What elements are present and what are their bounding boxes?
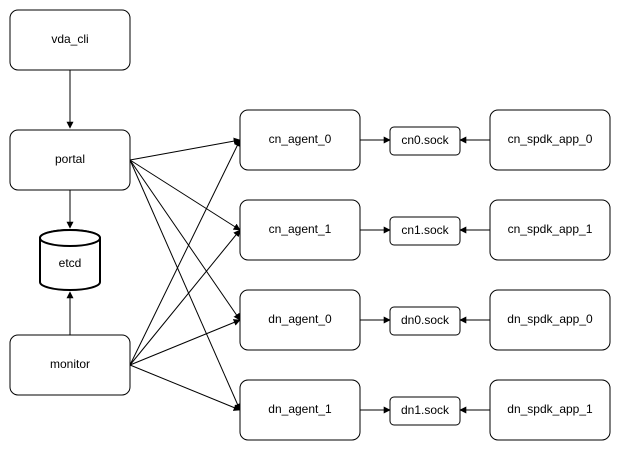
- node-box: [389, 306, 461, 336]
- node-dn-spdk-app-0: dn_spdk_app_0: [489, 289, 611, 351]
- node-box: [489, 199, 611, 261]
- node-monitor: monitor: [9, 334, 131, 396]
- node-label: cn_spdk_app_1: [508, 222, 593, 236]
- edge-monitor-to-cn-agent-0: [129, 139, 241, 366]
- node-cn-spdk-app-0: cn_spdk_app_0: [489, 109, 611, 171]
- node-label: dn_agent_0: [268, 312, 332, 326]
- node-cn0-sock: cn0.sock: [389, 126, 461, 156]
- node-dn-agent-0: dn_agent_0: [239, 289, 361, 351]
- node-label: etcd: [59, 256, 82, 270]
- edge-portal-to-dn-agent-0: [129, 159, 241, 321]
- node-cn-spdk-app-1: cn_spdk_app_1: [489, 199, 611, 261]
- node-label: cn_agent_0: [269, 132, 332, 146]
- node-box: [489, 289, 611, 351]
- database-top: [39, 229, 101, 247]
- edge-portal-to-cn-agent-1: [129, 159, 241, 231]
- node-label: monitor: [50, 357, 90, 371]
- node-dn-agent-1: dn_agent_1: [239, 379, 361, 441]
- node-label: cn_agent_1: [269, 222, 332, 236]
- edge-monitor-to-dn-agent-1: [129, 364, 241, 411]
- node-label: dn0.sock: [401, 313, 450, 327]
- node-box: [489, 109, 611, 171]
- node-box: [9, 129, 131, 191]
- edge-monitor-to-cn-agent-1: [129, 229, 241, 366]
- node-box: [239, 289, 361, 351]
- node-dn0-sock: dn0.sock: [389, 306, 461, 336]
- node-label: dn1.sock: [401, 403, 450, 417]
- node-label: dn_spdk_app_0: [507, 312, 593, 326]
- node-cn-agent-1: cn_agent_1: [239, 199, 361, 261]
- node-box: [239, 109, 361, 171]
- node-box: [9, 334, 131, 396]
- edge-monitor-to-dn-agent-0: [129, 319, 241, 366]
- node-portal: portal: [9, 129, 131, 191]
- node-box: [489, 379, 611, 441]
- edge-portal-to-dn-agent-1: [129, 159, 241, 411]
- edges-layer: [66, 70, 490, 414]
- node-dn1-sock: dn1.sock: [389, 396, 461, 426]
- node-label: portal: [55, 152, 85, 166]
- node-label: vda_cli: [51, 32, 88, 46]
- node-box: [9, 9, 131, 71]
- node-cn-agent-0: cn_agent_0: [239, 109, 361, 171]
- node-label: dn_spdk_app_1: [507, 402, 593, 416]
- node-label: cn0.sock: [401, 133, 449, 147]
- node-cn1-sock: cn1.sock: [389, 216, 461, 246]
- node-box: [389, 126, 461, 156]
- node-label: dn_agent_1: [268, 402, 332, 416]
- node-label: cn1.sock: [401, 223, 449, 237]
- node-box: [239, 379, 361, 441]
- edge-portal-to-cn-agent-0: [129, 137, 241, 161]
- node-dn-spdk-app-1: dn_spdk_app_1: [489, 379, 611, 441]
- node-label: cn_spdk_app_0: [508, 132, 593, 146]
- node-box: [239, 199, 361, 261]
- node-etcd: etcd: [39, 229, 101, 291]
- node-box: [389, 396, 461, 426]
- node-vda-cli: vda_cli: [9, 9, 131, 71]
- node-box: [389, 216, 461, 246]
